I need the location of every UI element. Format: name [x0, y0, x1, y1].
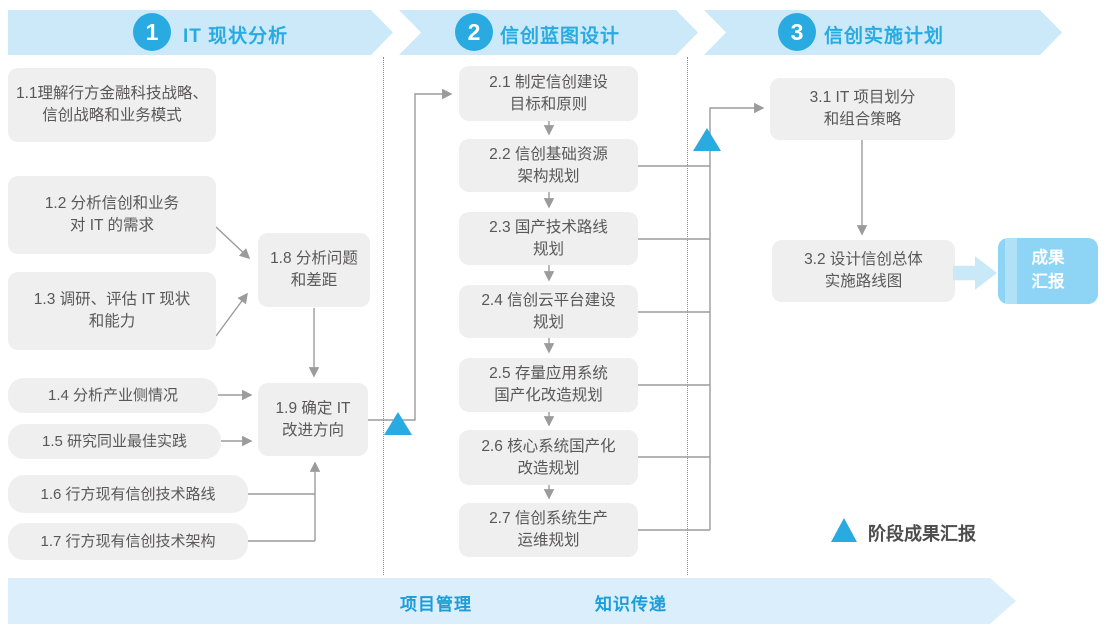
phase1-title: IT 现状分析	[183, 26, 289, 47]
deliverable-label: 成果 汇报	[1031, 249, 1065, 291]
deliverable-arrow-icon	[953, 256, 997, 290]
task-box-1-1: 1.1理解行方金融科技战略、 信创战略和业务模式	[8, 68, 216, 142]
phase-divider-1	[383, 57, 384, 575]
phase-divider-2	[687, 57, 688, 575]
task-box-2-4: 2.4 信创云平台建设 规划	[459, 285, 638, 338]
task-box-1-5: 1.5 研究同业最佳实践	[8, 424, 221, 459]
task-box-2-3: 2.3 国产技术路线 规划	[459, 212, 638, 265]
task-box-1-2: 1.2 分析信创和业务 对 IT 的需求	[8, 176, 216, 254]
legend-triangle-icon	[831, 518, 857, 542]
task-box-3-2: 3.2 设计信创总体 实施路线图	[772, 240, 955, 302]
task-box-3-1: 3.1 IT 项目划分 和组合策略	[770, 78, 955, 140]
phase2-banner	[399, 10, 698, 55]
phase3-number-badge: 3	[778, 13, 816, 51]
task-box-2-5: 2.5 存量应用系统 国产化改造规划	[459, 358, 638, 412]
task-box-1-9: 1.9 确定 IT 改进方向	[258, 383, 368, 456]
deliverable-stripe	[1005, 238, 1017, 304]
bottom-item-project-management: 项目管理	[400, 595, 472, 614]
phase3-banner	[704, 10, 1062, 55]
phase3-title: 信创实施计划	[824, 26, 945, 47]
task-box-2-6: 2.6 核心系统国产化 改造规划	[459, 430, 638, 485]
task-box-2-2: 2.2 信创基础资源 架构规划	[459, 139, 638, 192]
task-box-1-6: 1.6 行方现有信创技术路线	[8, 475, 248, 513]
deliverable-box: 成果 汇报	[998, 238, 1098, 304]
task-box-2-1: 2.1 制定信创建设 目标和原则	[459, 66, 638, 121]
bottom-banner	[8, 578, 1016, 624]
phase1-banner	[8, 10, 393, 55]
task-box-1-7: 1.7 行方现有信创技术架构	[8, 523, 248, 560]
task-box-2-7: 2.7 信创系统生产 运维规划	[459, 503, 638, 557]
milestone-triangle-phase2-icon	[693, 128, 721, 151]
task-box-1-4: 1.4 分析产业侧情况	[8, 378, 218, 413]
phase1-number-badge: 1	[133, 13, 171, 51]
bottom-item-knowledge-transfer: 知识传递	[595, 595, 667, 614]
legend-label: 阶段成果汇报	[868, 524, 976, 544]
phase2-number-badge: 2	[455, 13, 493, 51]
task-box-1-8: 1.8 分析问题 和差距	[258, 233, 370, 307]
task-box-1-3: 1.3 调研、评估 IT 现状 和能力	[8, 272, 216, 350]
phase2-title: 信创蓝图设计	[500, 26, 621, 47]
milestone-triangle-phase1-icon	[384, 412, 412, 435]
